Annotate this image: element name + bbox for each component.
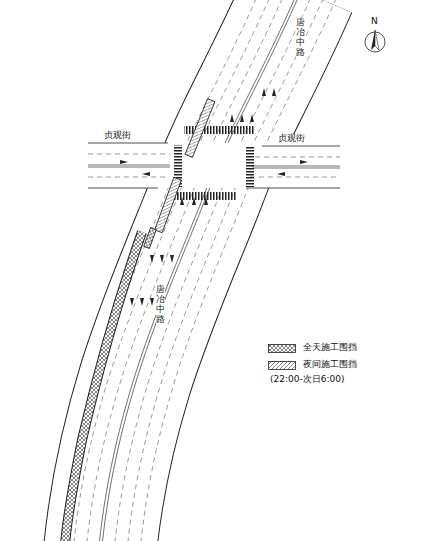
- compass-label: N: [371, 17, 378, 27]
- road-name: 唐冶中路: [296, 18, 305, 58]
- street-name: 贞观街: [278, 134, 305, 144]
- legend-swatch: [268, 344, 296, 353]
- legend-text: 全天施工围挡: [303, 343, 357, 353]
- legend-swatch: [268, 361, 296, 370]
- road-name: 唐冶中路: [156, 285, 165, 325]
- legend-text: 夜间施工围挡: [303, 360, 357, 370]
- legend-note: (22:00-次日6:00): [270, 375, 344, 385]
- street-name: 贞观街: [104, 131, 131, 141]
